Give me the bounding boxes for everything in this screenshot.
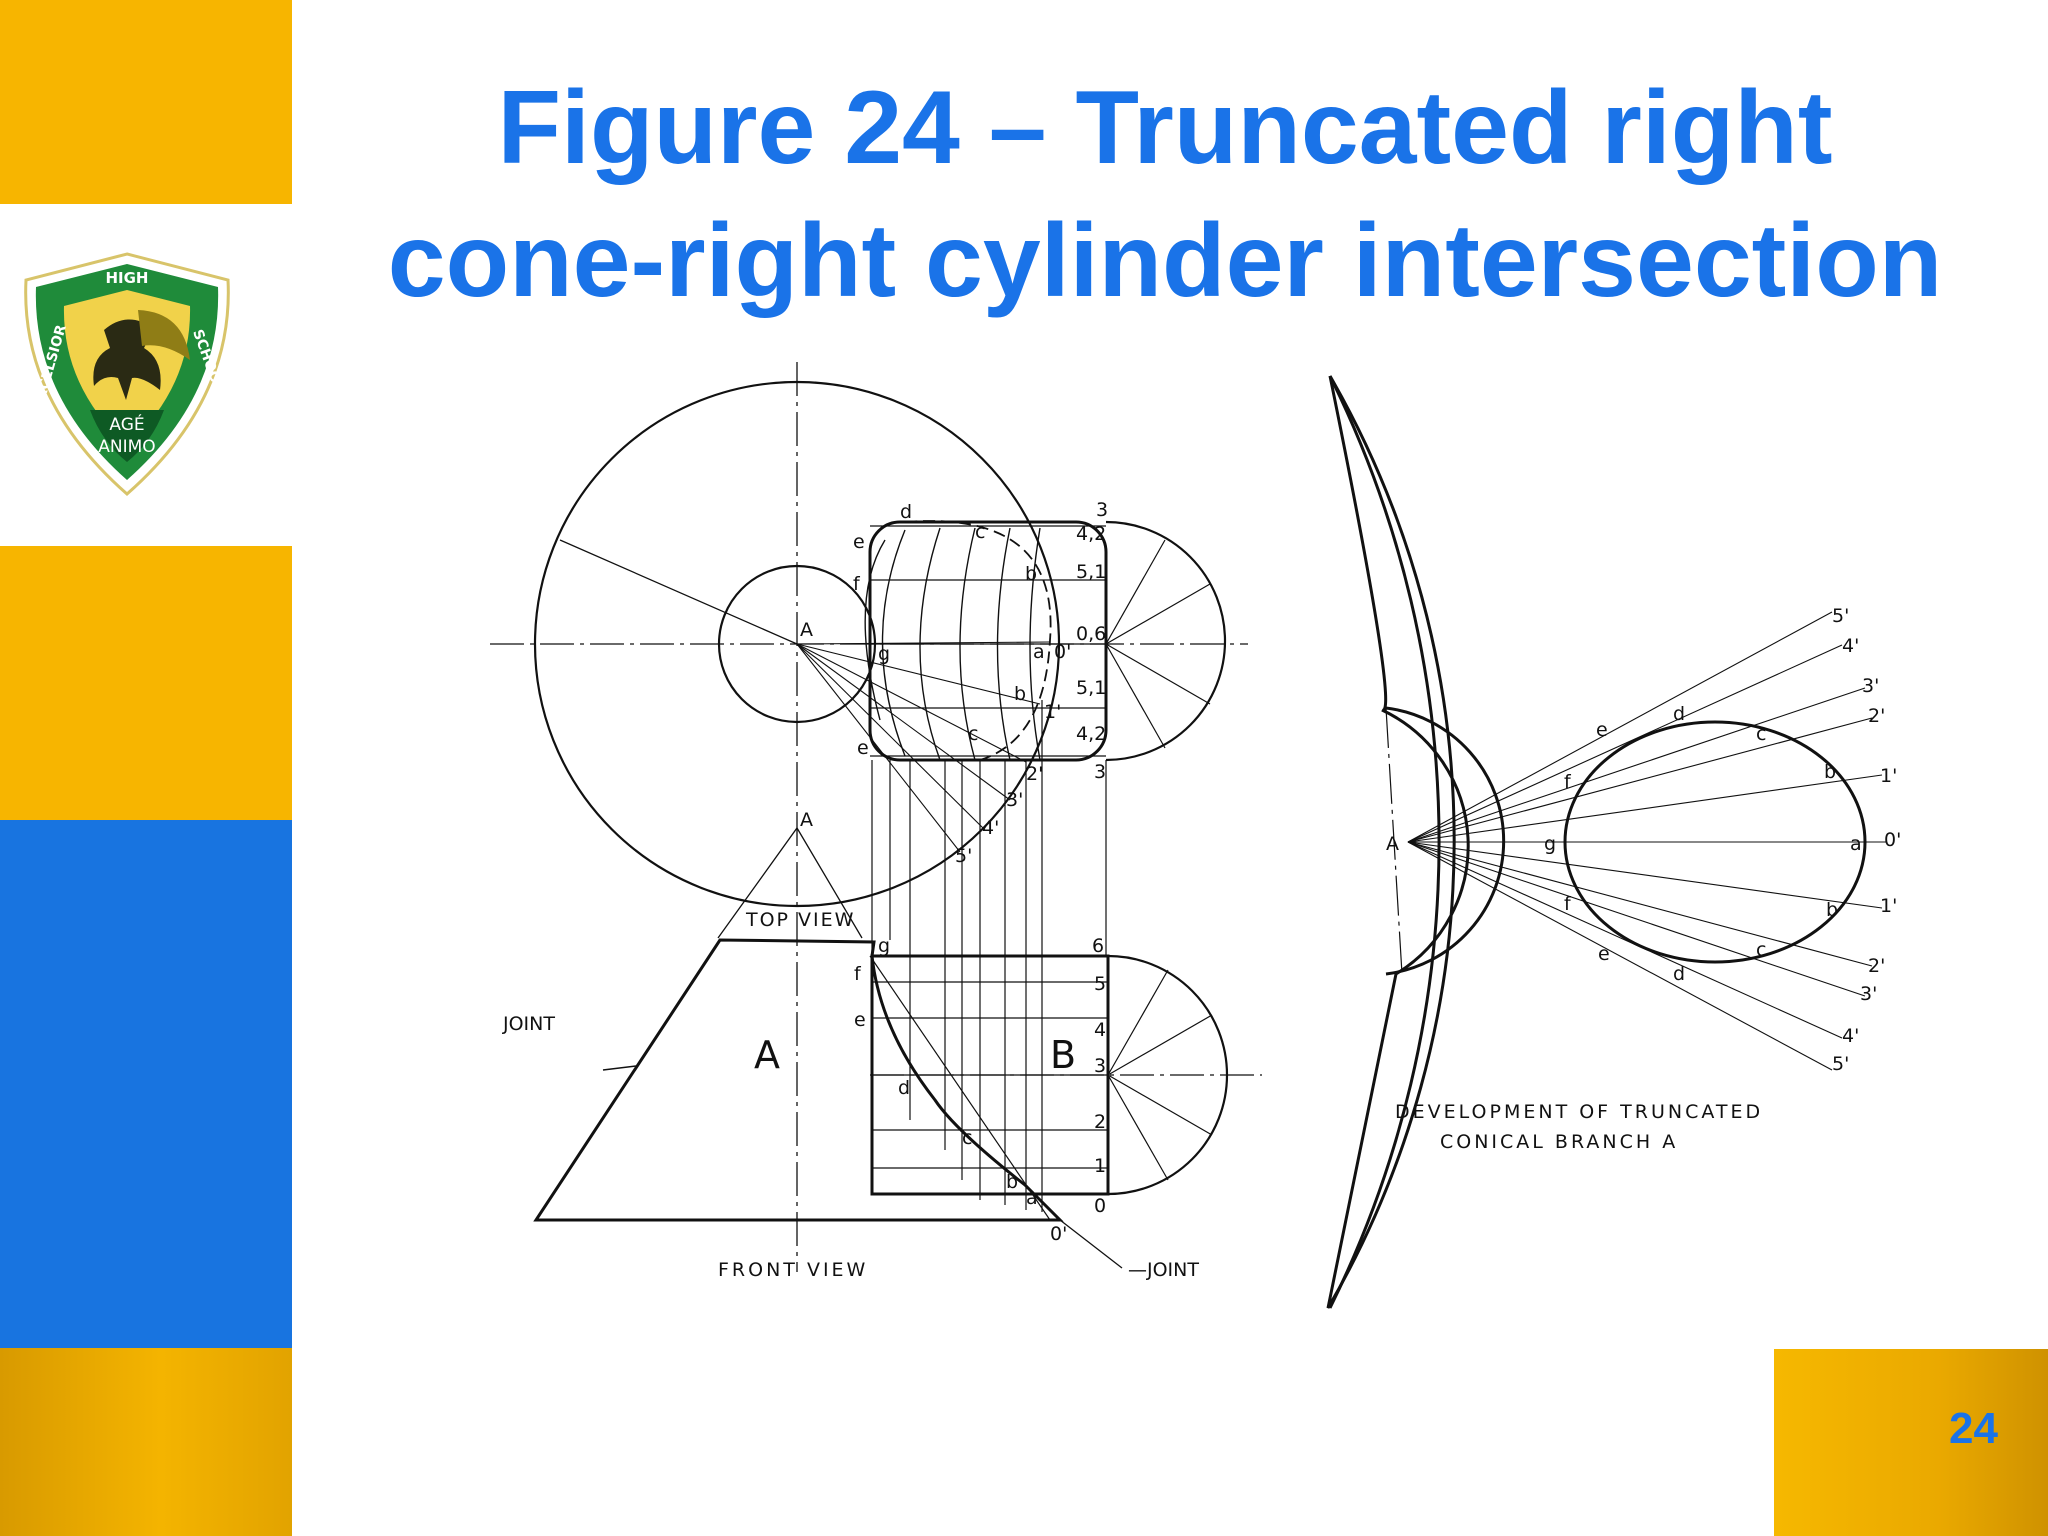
pt-e-dev-2: e	[1598, 943, 1610, 965]
pt-b-top-2: b	[1014, 683, 1026, 705]
pt-b-dev-2: b	[1826, 899, 1838, 921]
apex-label-development: A	[1386, 833, 1399, 855]
primed-1-dev: 1'	[1880, 765, 1897, 787]
development-caption-1: DEVELOPMENT OF TRUNCATED	[1395, 1101, 1763, 1123]
left-band-gold-mid	[0, 546, 292, 820]
branch-a-label: A	[754, 1033, 780, 1077]
primed-1-top: 1'	[1044, 701, 1061, 723]
top-num-5: 4,2	[1076, 723, 1106, 745]
title-line-1: Figure 24 – Truncated right	[497, 70, 1833, 186]
front-num-2: 2	[1094, 1111, 1106, 1133]
page-number: 24	[1949, 1404, 1998, 1453]
pt-g-top: g	[878, 643, 890, 665]
truncated-cone-front-view	[533, 938, 1064, 1222]
primed-4-dev-2: 4'	[1842, 1025, 1859, 1047]
primed-3-dev: 3'	[1862, 675, 1879, 697]
front-num-0: 0	[1094, 1195, 1106, 1217]
pt-e-front: e	[854, 1009, 866, 1031]
pt-a-top: a	[1033, 641, 1045, 663]
pt-g-dev: g	[1544, 833, 1556, 855]
crest-motto-2: ANIMO	[98, 437, 155, 457]
pt-d-top: d	[900, 501, 912, 523]
primed-3-top: 3'	[1006, 789, 1023, 811]
crest-motto-1: AGÉ	[109, 413, 144, 435]
top-view-label: TOP VIEW	[745, 909, 855, 931]
primed-4-dev: 4'	[1842, 635, 1859, 657]
front-num-6: 6	[1092, 935, 1104, 957]
primed-2-dev-2: 2'	[1868, 955, 1885, 977]
slide-title: Figure 24 – Truncated right cone-right c…	[300, 62, 2030, 328]
front-num-4: 4	[1094, 1019, 1106, 1041]
pt-e-top-2: e	[857, 737, 869, 759]
front-num-1: 1	[1094, 1155, 1106, 1177]
primed-1-dev-2: 1'	[1880, 895, 1897, 917]
title-line-2: cone-right cylinder intersection	[387, 203, 1943, 320]
branch-b-label: B	[1050, 1033, 1076, 1077]
pt-d-dev: d	[1673, 703, 1685, 725]
pt-b-front: b	[1006, 1171, 1018, 1193]
cylinder-top-view	[868, 520, 1108, 762]
development-caption-2: CONICAL BRANCH A	[1440, 1131, 1678, 1153]
pt-f-dev-2: f	[1564, 893, 1572, 915]
front-num-3: 3	[1094, 1055, 1106, 1077]
primed-5-dev: 5'	[1832, 605, 1849, 627]
crest-top-text: HIGH	[105, 269, 148, 287]
pt-b-top: b	[1025, 563, 1037, 585]
pt-a-front: a	[1026, 1187, 1038, 1209]
front-view-label: FRONT VIEW	[718, 1259, 868, 1281]
pt-e-dev: e	[1596, 719, 1608, 741]
pt-c-top-2: c	[968, 723, 978, 745]
pt-c-dev-2: c	[1756, 939, 1766, 961]
primed-2-dev: 2'	[1868, 705, 1885, 727]
primed-0-top: 0'	[1054, 641, 1071, 663]
pt-f-front: f	[854, 963, 862, 985]
joint-label-right: —JOINT	[1128, 1259, 1199, 1281]
pt-c-front: c	[962, 1127, 972, 1149]
primed-0-front: 0'	[1050, 1223, 1067, 1245]
pt-f-dev: f	[1564, 771, 1572, 793]
primed-5-dev-2: 5'	[1832, 1053, 1849, 1075]
top-num-1: 4,2	[1076, 523, 1106, 545]
page-number-corner	[1774, 1349, 2048, 1536]
top-num-4: 5,1	[1076, 677, 1106, 699]
primed-2-top: 2'	[1026, 763, 1043, 785]
pt-c-dev: c	[1756, 723, 1766, 745]
pt-d-dev-2: d	[1673, 963, 1685, 985]
apex-label-top: A	[800, 619, 813, 641]
school-crest-logo: AGÉ ANIMO HIGH EXCELSIOR SCHOOL	[24, 252, 230, 496]
left-band-blue	[0, 820, 292, 1348]
primed-4-top: 4'	[982, 817, 999, 839]
top-num-0: 3	[1096, 499, 1108, 521]
pt-a-dev: a	[1850, 833, 1862, 855]
top-num-6: 3	[1094, 761, 1106, 783]
pt-b-dev: b	[1824, 761, 1836, 783]
pt-c-top: c	[975, 521, 985, 543]
left-band-gold-top	[0, 0, 292, 204]
pt-e-top: e	[853, 531, 865, 553]
front-num-5: 5	[1094, 973, 1106, 995]
primed-5-top: 5'	[955, 845, 972, 867]
top-num-2: 5,1	[1076, 561, 1106, 583]
small-cone-top-triangle	[717, 826, 863, 939]
pt-g-front: g	[878, 935, 890, 957]
left-band-gold-bottom	[0, 1348, 292, 1536]
pt-f-top: f	[853, 573, 861, 595]
primed-0-dev: 0'	[1884, 829, 1901, 851]
primed-3-dev-2: 3'	[1860, 983, 1877, 1005]
apex-label-front: A	[800, 809, 813, 831]
pt-d-front: d	[898, 1077, 910, 1099]
top-num-3: 0,6	[1076, 623, 1106, 645]
joint-label-left: JOINT	[502, 1013, 555, 1035]
